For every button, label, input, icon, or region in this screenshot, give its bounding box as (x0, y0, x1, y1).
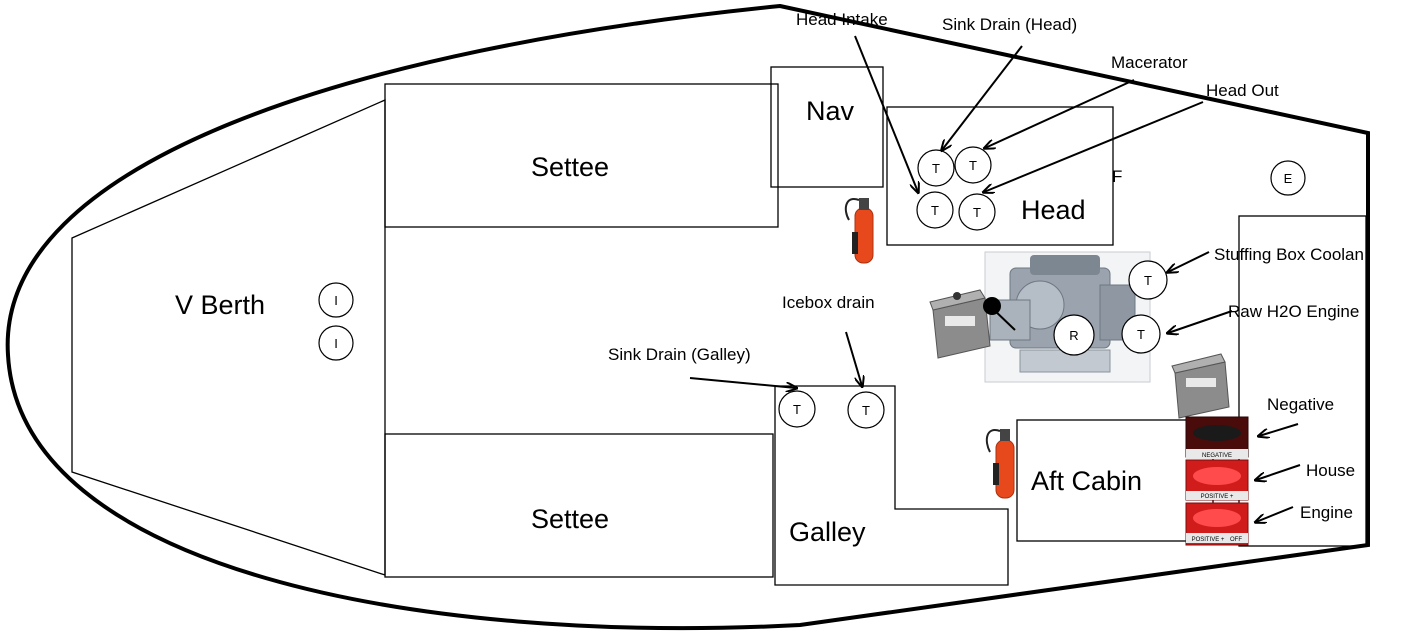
head-compartment (886, 106, 1114, 246)
icebox-drain-arrow (845, 331, 862, 386)
raw-h2o-engine-callout: Raw H2O Engine (1228, 302, 1359, 321)
hull-outline (5, 3, 1370, 631)
house-switch-icon: POSITIVE + (1185, 459, 1249, 501)
sink-drain-head-callout: Sink Drain (Head) (942, 15, 1077, 34)
battery-cable (991, 307, 1016, 331)
sink-drain-galley-arrow (689, 377, 796, 388)
galley-area (774, 385, 1009, 586)
through-hull-marker: T (916, 191, 954, 229)
through-hull-marker: T (1128, 260, 1168, 300)
aft-cabin-label: Aft Cabin (1031, 466, 1142, 496)
nav-station (770, 66, 884, 188)
battery-terminal-icon (983, 297, 1001, 315)
settee-bottom (384, 433, 774, 578)
engine-callout: Engine (1300, 503, 1353, 522)
fire-extinguisher-icon (844, 198, 874, 264)
engine-arrow (1256, 506, 1294, 522)
galley-label: Galley (789, 517, 866, 547)
through-hull-marker: T (1121, 314, 1161, 354)
fire-extinguisher-icon (985, 429, 1015, 499)
macerator-arrow (985, 79, 1135, 148)
icebox-drain-callout: Icebox drain (782, 293, 875, 312)
svg-text:NEGATIVE: NEGATIVE (1202, 453, 1232, 459)
svg-text:OFF: OFF (1230, 537, 1242, 543)
house-arrow (1256, 464, 1301, 480)
negative-switch-icon: NEGATIVE (1185, 416, 1249, 459)
settee-top (384, 83, 779, 228)
engine-marker: E (1270, 160, 1306, 196)
through-hull-marker: T (778, 390, 816, 428)
negative-callout: Negative (1267, 395, 1334, 414)
nav-label: Nav (806, 96, 855, 126)
negative-arrow (1259, 423, 1299, 436)
svg-text:T: T (931, 203, 939, 218)
head-intake-arrow (854, 35, 918, 192)
svg-text:T: T (1137, 327, 1145, 342)
engine-icon (984, 251, 1151, 383)
house-callout: House (1306, 461, 1355, 480)
through-hull-marker: T (958, 193, 996, 231)
svg-text:T: T (1144, 273, 1152, 288)
sink-drain-head-arrow (942, 45, 1023, 150)
raw-water-marker: R (1053, 314, 1095, 356)
macerator-callout: Macerator (1111, 53, 1188, 72)
head-out-callout: Head Out (1206, 81, 1279, 100)
through-hull-marker: T (917, 149, 955, 187)
v-berth-label: V Berth (175, 290, 265, 320)
head-label: Head (1021, 195, 1086, 225)
stray-f-label: F (1112, 167, 1122, 186)
intake-marker: I (318, 282, 354, 318)
svg-text:I: I (334, 293, 338, 308)
battery-icon (929, 289, 991, 359)
engine-switch-icon: POSITIVE + OFF (1185, 502, 1249, 546)
svg-text:I: I (334, 336, 338, 351)
svg-text:E: E (1284, 171, 1293, 186)
through-hull-marker: T (954, 146, 992, 184)
battery-icon (1171, 353, 1230, 419)
svg-text:T: T (932, 161, 940, 176)
settee-bottom-label: Settee (531, 504, 609, 534)
svg-text:T: T (969, 158, 977, 173)
stuffing-box-callout: Stuffing Box Coolan (1214, 245, 1364, 264)
svg-text:POSITIVE +: POSITIVE + (1201, 494, 1234, 500)
through-hull-marker: T (847, 391, 885, 429)
intake-marker: I (318, 325, 354, 361)
sink-drain-galley-callout: Sink Drain (Galley) (608, 345, 751, 364)
svg-text:T: T (862, 403, 870, 418)
svg-text:POSITIVE +: POSITIVE + (1192, 537, 1225, 543)
raw-h2o-engine-arrow (1168, 310, 1233, 333)
svg-text:T: T (973, 205, 981, 220)
head-out-arrow (984, 101, 1204, 192)
quarter-berth (1238, 215, 1367, 547)
stuffing-box-arrow (1168, 251, 1210, 272)
head-intake-callout: Head Intake (796, 10, 888, 29)
svg-text:T: T (793, 402, 801, 417)
svg-text:R: R (1069, 328, 1078, 343)
settee-top-label: Settee (531, 152, 609, 182)
